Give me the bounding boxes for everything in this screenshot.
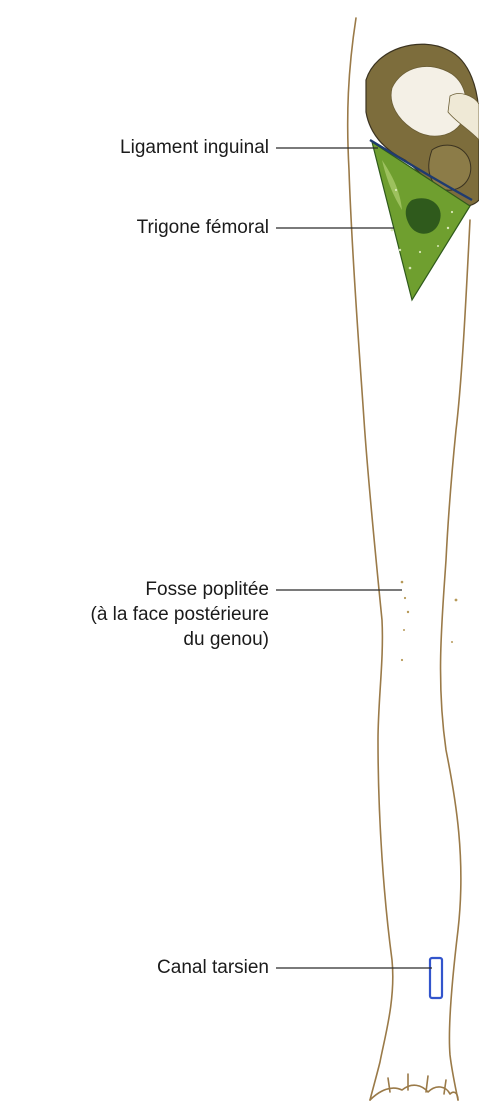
tarsal-canal	[430, 958, 442, 998]
label-canal-tarsien: Canal tarsien	[157, 955, 269, 980]
label-fosse-poplitee-line3: du genou)	[91, 627, 270, 652]
toes-lines	[388, 1074, 446, 1094]
label-trigone-femoral-text: Trigone fémoral	[137, 215, 269, 240]
label-fosse-poplitee-line2: (à la face postérieure	[91, 602, 270, 627]
label-trigone-femoral: Trigone fémoral	[137, 215, 269, 240]
label-canal-tarsien-text: Canal tarsien	[157, 955, 269, 980]
label-fosse-poplitee: Fosse poplitée (à la face postérieure du…	[91, 577, 270, 652]
label-ligament-inguinal-text: Ligament inguinal	[120, 135, 269, 160]
leg-medial-edge	[441, 220, 470, 1100]
label-fosse-poplitee-line1: Fosse poplitée	[91, 577, 270, 602]
label-ligament-inguinal: Ligament inguinal	[120, 135, 269, 160]
popliteal-fossa-marks	[401, 581, 458, 661]
